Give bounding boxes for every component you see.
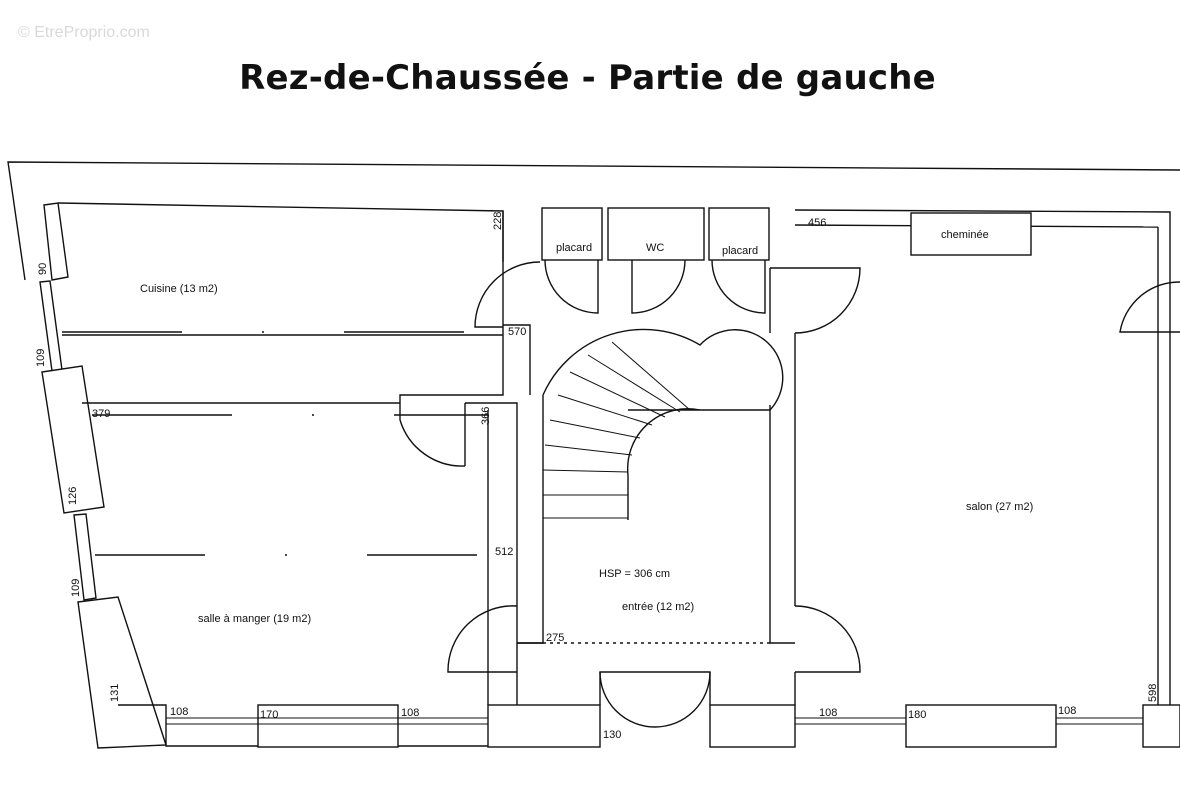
wc-door — [631, 259, 686, 314]
dim-108-d: 108 — [1058, 705, 1076, 717]
dim-108-b: 108 — [401, 707, 419, 719]
dim-108-a: 108 — [170, 706, 188, 718]
dim-570: 570 — [508, 326, 526, 338]
dim-170: 170 — [260, 709, 278, 721]
room-label-entree: entrée (12 m2) — [622, 601, 694, 613]
room-label-placard-2: placard — [722, 245, 758, 257]
left-wall-segment-4 — [73, 513, 97, 601]
entrance-door-right — [654, 671, 711, 728]
pillar-right — [1142, 704, 1180, 748]
stair-step-3 — [542, 469, 629, 473]
hall-left-wall — [503, 324, 531, 395]
dim-275: 275 — [546, 632, 564, 644]
dining-wall-top-2 — [465, 402, 518, 705]
stair-step-4 — [544, 444, 633, 456]
kitchen-wall-top — [57, 202, 504, 420]
salon-wall-top — [794, 209, 1171, 705]
room-label-cuisine: Cuisine (13 m2) — [140, 283, 218, 295]
placard-1-door — [544, 259, 599, 314]
hall-right-wall — [769, 405, 795, 644]
pillar-left — [487, 704, 601, 748]
room-label-wc: WC — [646, 242, 664, 254]
outer-facade-line — [7, 161, 1180, 281]
dim-109-a: 109 — [35, 349, 47, 367]
window-180 — [905, 704, 1057, 748]
placard-2-box — [708, 207, 770, 261]
dim-130: 130 — [603, 729, 621, 741]
dim-598: 598 — [1147, 684, 1159, 702]
entree-door-left-swing — [447, 605, 518, 673]
dim-131: 131 — [109, 684, 121, 702]
room-label-placard-1: placard — [556, 242, 592, 254]
plan-title: Rez-de-Chaussée - Partie de gauche — [239, 58, 936, 98]
entrance-door-left — [599, 671, 656, 728]
wc-box — [607, 207, 705, 261]
stair-step-8 — [587, 354, 681, 413]
salon-right-door — [1119, 281, 1180, 333]
dim-379: 379 — [92, 408, 110, 420]
placard-2-door — [711, 259, 766, 314]
left-wall-segment-5 — [77, 596, 167, 749]
entree-door-right-swing — [794, 605, 861, 673]
stair-step-9 — [611, 341, 691, 411]
hall-door-left-swing — [474, 261, 541, 328]
dim-228: 228 — [492, 212, 504, 230]
dim-126: 126 — [67, 487, 79, 505]
dim-108-c: 108 — [819, 707, 837, 719]
dim-90: 90 — [37, 263, 49, 275]
dim-180: 180 — [908, 709, 926, 721]
stair-inner-arc — [626, 408, 701, 520]
pillar-mid — [709, 704, 796, 748]
left-wall-segment-3 — [41, 365, 105, 514]
stair-outer-arc — [542, 328, 784, 411]
ceiling-height-label: HSP = 306 cm — [599, 568, 670, 580]
room-label-salle: salle à manger (19 m2) — [198, 613, 311, 625]
placard-1-box — [541, 207, 603, 261]
dim-456: 456 — [808, 217, 826, 229]
dim-109-b: 109 — [70, 579, 82, 597]
entrance-frame — [599, 671, 711, 705]
dim-366: 366 — [480, 407, 492, 425]
window-170 — [257, 704, 399, 748]
cheminee-box — [910, 212, 1032, 256]
kitchen-door-swing — [399, 419, 466, 467]
hall-door-right-swing — [770, 267, 861, 334]
room-label-cheminee: cheminée — [941, 229, 989, 241]
stair-step-5 — [549, 419, 641, 439]
hall-left-wall-2 — [517, 395, 544, 644]
dim-512: 512 — [495, 546, 513, 558]
watermark: © EtreProprio.com — [18, 24, 150, 41]
stair-step-7 — [569, 371, 666, 418]
stair-step-6 — [557, 394, 653, 426]
left-wall-segment-1 — [43, 202, 69, 281]
room-label-salon: salon (27 m2) — [966, 501, 1033, 513]
